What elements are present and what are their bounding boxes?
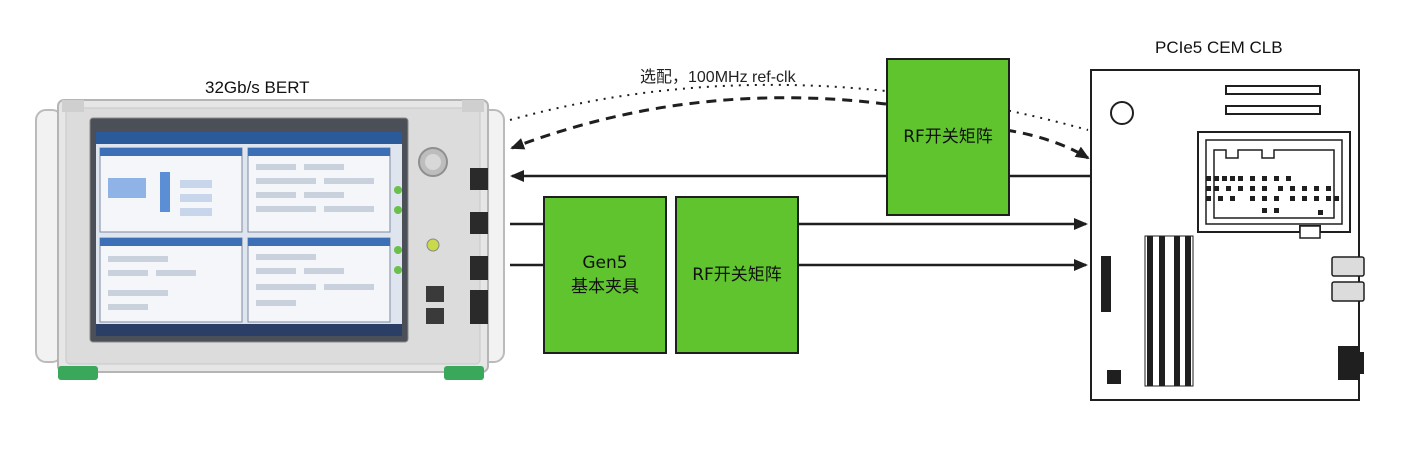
rf-switch-matrix-lower: RF开关矩阵: [675, 196, 799, 354]
connector: [470, 212, 488, 234]
dimm-slot: [1159, 236, 1165, 386]
rf-lower-label: RF开关矩阵: [692, 265, 782, 285]
screen-topbar: [96, 132, 402, 144]
connector: [470, 256, 488, 280]
dimm-slot: [1185, 236, 1191, 386]
power-jack: [1338, 346, 1360, 380]
foot-right: [444, 366, 484, 380]
screen-pane-2: [247, 147, 391, 233]
refclk-label: 选配，100MHz ref-clk: [640, 69, 796, 86]
mounting-hole: [1110, 101, 1134, 125]
dimm-slot: [1147, 236, 1153, 386]
gen5-label: Gen5: [582, 253, 628, 273]
pin-grid: [1206, 176, 1339, 215]
header-strip-2: [1225, 105, 1321, 115]
power-indicator: [426, 238, 440, 252]
screen-pane-4: [247, 237, 391, 323]
corner-trim-right: [462, 100, 484, 112]
usb-port: [1331, 256, 1365, 277]
dashed-arrow-to-board: [1005, 128, 1090, 160]
rf-upper-label: RF开关矩阵: [903, 127, 993, 147]
dimm-slot: [1174, 236, 1180, 386]
header-strip-1: [1225, 85, 1321, 95]
clb-board: [1090, 69, 1365, 401]
screen-statusbar: [96, 324, 402, 336]
connector: [470, 290, 488, 324]
bert-title: 32Gb/s BERT: [205, 78, 310, 97]
dashed-arrow-to-bert: [510, 96, 887, 150]
edge-connector: [1101, 256, 1111, 312]
connector: [470, 168, 488, 190]
gen5-fixture-box: Gen5 基本夹具: [543, 196, 667, 354]
screen-block: [108, 178, 146, 198]
usb-port: [1331, 281, 1365, 302]
corner-trim-left: [62, 100, 84, 112]
bert-instrument: [35, 99, 505, 380]
rf-switch-matrix-upper: RF开关矩阵: [886, 58, 1010, 216]
board-title: PCIe5 CEM CLB: [1155, 38, 1283, 57]
fixture-label: 基本夹具: [571, 277, 639, 297]
small-chip: [1107, 370, 1121, 384]
foot-left: [58, 366, 98, 380]
